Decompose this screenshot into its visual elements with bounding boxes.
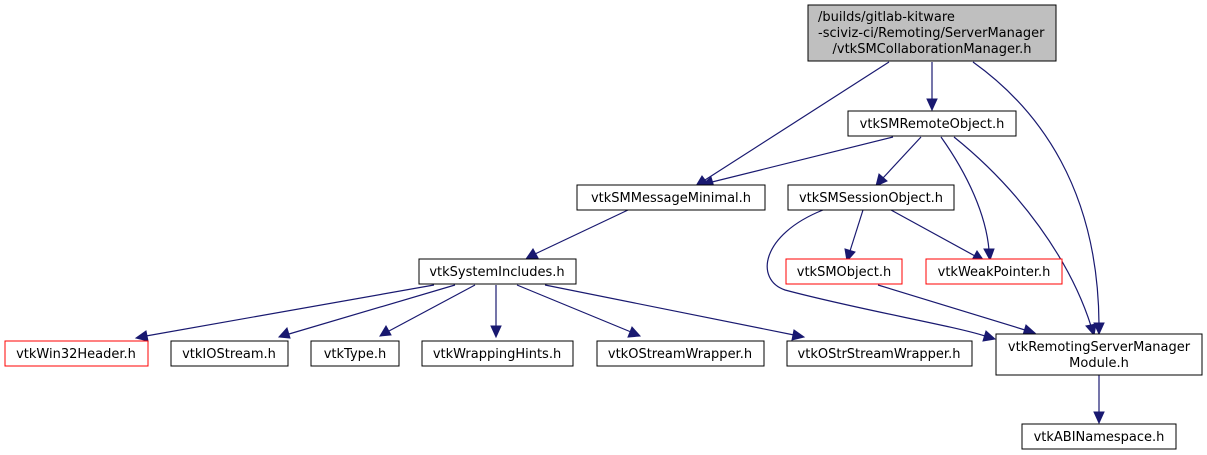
edge-system-includes-to-win32-header: [145, 284, 435, 337]
node-box: [418, 258, 577, 285]
node-box: [786, 340, 973, 367]
edge-system-includes-to-type: [388, 284, 476, 332]
arrow-head: [926, 98, 938, 112]
node-label: vtkOStrStreamWrapper.h: [798, 347, 961, 362]
edge-remote-object-to-session-object: [882, 136, 922, 179]
node-label: vtkSMRemoteObject.h: [860, 117, 1005, 132]
node-box: [576, 184, 766, 211]
node-label: vtkWeakPointer.h: [938, 265, 1051, 280]
arrow-head: [982, 330, 997, 342]
node-label: vtkSMSessionObject.h: [799, 191, 943, 206]
node-root-header[interactable]: /builds/gitlab-kitware -sciviz-ci/Remoti…: [807, 4, 1057, 62]
node-box: [4, 340, 149, 367]
edge-session-object-to-remoting-module: [766, 209, 986, 337]
edge-remote-object-to-weak-pointer: [940, 136, 990, 251]
node-label-line: /builds/gitlab-kitware: [818, 10, 955, 25]
node-label: vtkWin32Header.h: [16, 347, 136, 362]
node-box: [596, 340, 765, 367]
node-box: [807, 4, 1057, 62]
node-box: [310, 340, 400, 367]
node-label: vtkABINamespace.h: [1034, 430, 1165, 445]
arrow-head: [791, 329, 806, 341]
node-type[interactable]: vtkType.h: [310, 340, 400, 367]
node-win32-header[interactable]: vtkWin32Header.h: [4, 340, 149, 367]
node-label-line: /vtkSMCollaborationManager.h: [833, 42, 1032, 57]
node-label-line: -sciviz-ci/Remoting/ServerManager: [818, 26, 1045, 41]
arrow-head: [844, 248, 856, 263]
node-session-object[interactable]: vtkSMSessionObject.h: [787, 184, 955, 211]
node-label: vtkSMMessageMinimal.h: [591, 191, 751, 206]
edge-system-includes-to-ostream-wrapper: [516, 284, 632, 333]
edge-system-includes-to-ostrstream-wrapper: [544, 284, 795, 336]
node-message-minimal[interactable]: vtkSMMessageMinimal.h: [576, 184, 766, 211]
node-remote-object[interactable]: vtkSMRemoteObject.h: [847, 110, 1017, 137]
node-label-line: vtkRemotingServerManager: [1008, 340, 1191, 355]
node-weak-pointer[interactable]: vtkWeakPointer.h: [925, 258, 1063, 285]
edge-remote-object-to-message-minimal: [711, 136, 894, 183]
node-ostream-wrapper[interactable]: vtkOStreamWrapper.h: [596, 340, 765, 367]
node-label: vtkType.h: [324, 347, 387, 362]
arrow-head: [983, 248, 995, 262]
node-label: vtkWrappingHints.h: [433, 347, 561, 362]
edge-message-minimal-to-system-includes: [534, 209, 629, 255]
node-label-line: Module.h: [1069, 356, 1129, 371]
edge-system-includes-to-iostream: [288, 284, 456, 335]
edge-session-object-to-sm-object: [849, 209, 864, 252]
arrow-head: [490, 325, 502, 339]
node-abi-namespace[interactable]: vtkABINamespace.h: [1021, 423, 1177, 450]
node-label: vtkSystemIncludes.h: [429, 265, 564, 280]
edge-root-to-remoting-module: [972, 61, 1100, 325]
node-box: [925, 258, 1063, 285]
arrow-head: [627, 326, 642, 338]
node-label: vtkIOStream.h: [182, 347, 276, 362]
arrow-head: [1093, 322, 1105, 336]
arrow-head: [1085, 323, 1097, 337]
arrow-head: [875, 173, 888, 187]
node-wrapping-hints[interactable]: vtkWrappingHints.h: [421, 340, 574, 367]
node-label: vtkOStreamWrapper.h: [608, 347, 752, 362]
arrow-head: [379, 325, 392, 337]
arrow-head: [1093, 411, 1105, 425]
edge-root-to-message-minimal: [704, 61, 890, 181]
node-sm-object[interactable]: vtkSMObject.h: [785, 258, 903, 285]
arrow-head: [134, 330, 149, 342]
node-remoting-module[interactable]: vtkRemotingServerManager Module.h: [995, 333, 1203, 376]
node-box: [847, 110, 1017, 137]
arrow-head: [524, 248, 539, 260]
node-ostrstream-wrapper[interactable]: vtkOStrStreamWrapper.h: [786, 340, 973, 367]
arrow-head: [277, 326, 291, 339]
node-system-includes[interactable]: vtkSystemIncludes.h: [418, 258, 577, 285]
node-box: [421, 340, 574, 367]
node-box: [1021, 423, 1177, 450]
edge-remote-object-to-remoting-module: [953, 136, 1092, 327]
node-box: [785, 258, 903, 285]
node-box: [995, 333, 1203, 376]
node-iostream[interactable]: vtkIOStream.h: [170, 340, 289, 367]
node-box: [787, 184, 955, 211]
node-box: [170, 340, 289, 367]
edge-session-object-to-weak-pointer: [890, 209, 976, 257]
node-label: vtkSMObject.h: [797, 265, 892, 280]
edge-sm-object-to-remoting-module: [877, 284, 1026, 331]
